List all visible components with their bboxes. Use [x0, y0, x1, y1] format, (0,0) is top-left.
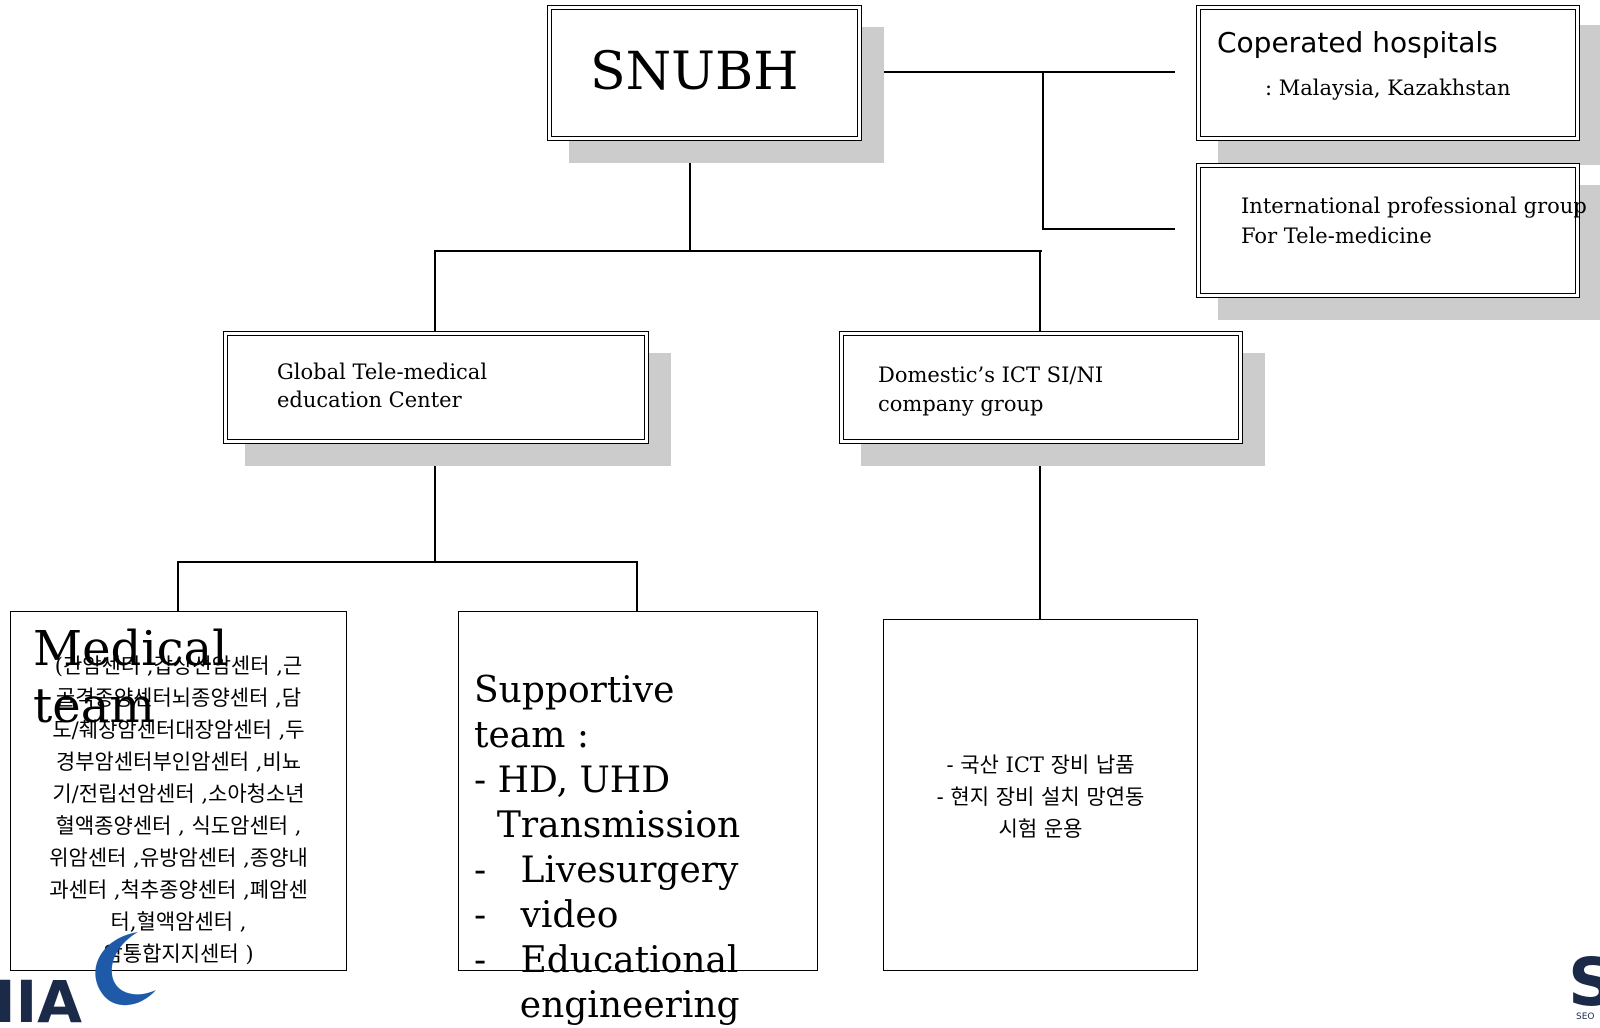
professional-line2: For Tele-medicine — [1241, 224, 1432, 248]
supportive-item: - HD, UHD — [474, 760, 671, 801]
connector-root-down — [689, 137, 691, 251]
connector-root-right — [845, 71, 1175, 73]
connector-domestic-down — [1039, 443, 1041, 619]
logo-left-text: IIA — [0, 968, 83, 1024]
global-center-line1: Global Tele-medical — [277, 360, 488, 384]
logo-right-small: SEO — [1576, 1012, 1595, 1022]
ict-task-line: 시험 운용 — [998, 817, 1083, 841]
connector-teams-horizontal — [177, 561, 638, 563]
ict-tasks-text: - 국산 ICT 장비 납품 - 현지 장비 설치 망연동 시험 운용 — [884, 749, 1197, 845]
domestic-box: Domestic’s ICT SI/NI company group — [839, 331, 1243, 444]
connector-to-global — [434, 250, 436, 331]
connector-branch-professional — [1042, 228, 1175, 230]
connector-to-medical — [177, 561, 179, 611]
global-center-box: Global Tele-medical education Center — [223, 331, 649, 444]
global-center-line2: education Center — [277, 388, 462, 412]
partner-logo-left: IIA — [0, 930, 170, 1024]
supportive-item: engineering — [474, 985, 740, 1026]
supportive-title-line2: team : — [474, 715, 589, 756]
cooperated-countries: : Malaysia, Kazakhstan — [1265, 76, 1511, 100]
supportive-item: - Educational — [474, 940, 739, 981]
ict-task-line: - 현지 장비 설치 망연동 — [936, 785, 1145, 809]
supportive-team-box — [458, 611, 818, 971]
partner-logo-right: S SEO — [1568, 950, 1600, 1024]
professional-group-box: International professional group For Tel… — [1196, 163, 1587, 298]
connector-mid-horizontal — [435, 250, 1042, 252]
cooperated-title: Coperated hospitals — [1217, 26, 1498, 59]
logo-swoosh-icon — [95, 932, 156, 1006]
medical-team-box: (간암센터 ,갑상선암센터 ,근 골격종양센터뇌종양센터 ,담 도/췌장암센터대… — [10, 611, 347, 971]
domestic-line2: company group — [878, 392, 1044, 416]
root-box: SNUBH — [547, 5, 862, 141]
connector-to-domestic — [1039, 250, 1041, 331]
medical-centers-list: (간암센터 ,갑상선암센터 ,근 골격종양센터뇌종양센터 ,담 도/췌장암센터대… — [49, 654, 308, 966]
supportive-item: - Livesurgery — [474, 850, 739, 891]
domestic-line1: Domestic’s ICT SI/NI — [878, 363, 1104, 387]
supportive-item: Transmission — [474, 805, 741, 846]
connector-global-down — [434, 441, 436, 562]
medical-team-title-line2: team — [33, 678, 155, 734]
professional-line1: International professional group — [1241, 194, 1587, 218]
supportive-team-text: Supportive team : - HD, UHD Transmission… — [474, 668, 740, 1028]
cooperated-hospitals-box: Coperated hospitals : Malaysia, Kazakhst… — [1196, 5, 1580, 141]
ict-tasks-box: - 국산 ICT 장비 납품 - 현지 장비 설치 망연동 시험 운용 — [883, 619, 1198, 971]
connector-branch-vertical — [1042, 71, 1044, 230]
connector-to-supportive — [636, 561, 638, 611]
supportive-item: - video — [474, 895, 619, 936]
medical-team-title-line1: Medical — [33, 621, 228, 677]
root-title: SNUBH — [590, 42, 799, 102]
supportive-title-line1: Supportive — [474, 670, 675, 711]
ict-task-line: - 국산 ICT 장비 납품 — [946, 753, 1135, 777]
logo-right-text: S — [1568, 950, 1600, 1021]
